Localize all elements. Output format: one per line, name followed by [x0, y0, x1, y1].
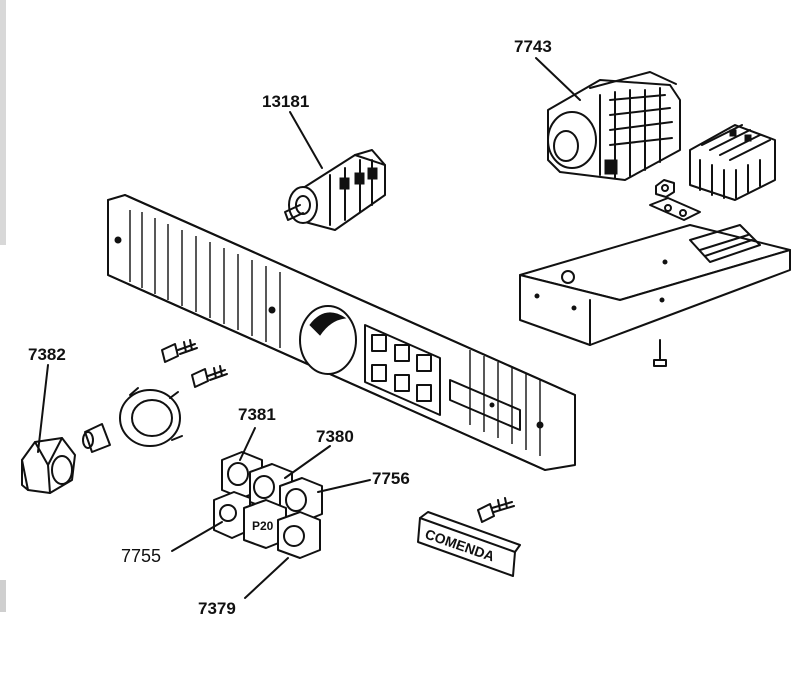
label-7755: 7755 — [121, 546, 161, 566]
label-7379: 7379 — [198, 599, 236, 618]
switch-badge-p20: P20 — [252, 519, 274, 533]
nameplate: COMENDA — [417, 511, 521, 577]
knob-bushing — [82, 423, 111, 453]
label-7756: 7756 — [372, 469, 410, 488]
label-7381: 7381 — [238, 405, 276, 424]
mounting-bracket — [519, 224, 791, 367]
rotary-switch-13181 — [284, 149, 386, 231]
label-7382: 7382 — [28, 345, 66, 364]
edge-strip-top — [0, 0, 6, 245]
label-7380: 7380 — [316, 427, 354, 446]
knob-ring — [119, 387, 183, 447]
relay-block-7743 — [547, 71, 681, 181]
label-7743: 7743 — [514, 37, 552, 56]
screw-1 — [161, 339, 198, 363]
knob-7382 — [21, 437, 76, 494]
terminal-block — [689, 124, 776, 201]
nameplate-screw — [477, 497, 515, 523]
front-panel — [107, 194, 576, 471]
screw-2 — [191, 365, 228, 388]
label-13181: 13181 — [262, 92, 309, 111]
hex-nut — [655, 179, 675, 198]
edge-strip-bottom — [0, 580, 6, 612]
switch-cluster: P20 — [213, 451, 323, 559]
leader-lines — [37, 57, 581, 599]
mounting-clip — [649, 197, 701, 221]
